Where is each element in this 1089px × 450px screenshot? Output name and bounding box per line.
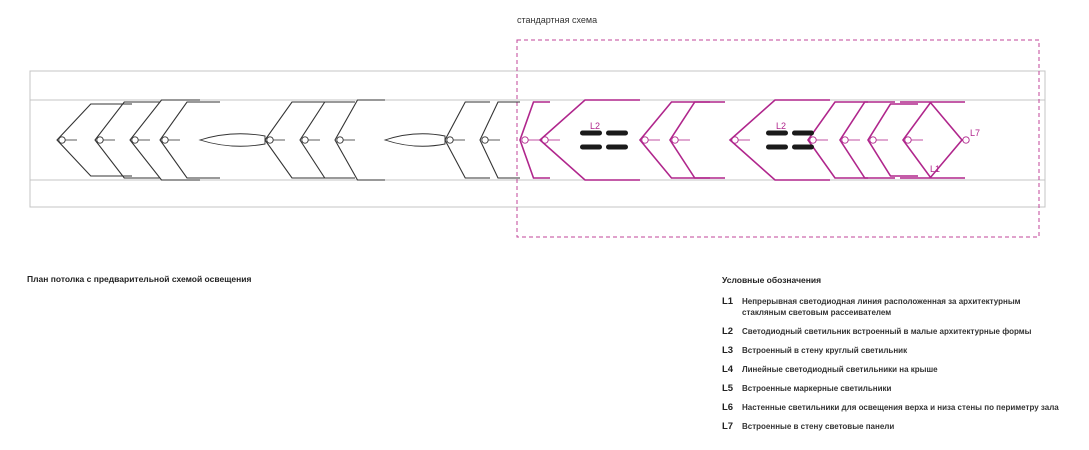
l7-panel-node [962, 136, 970, 144]
chevron-shape [669, 101, 725, 179]
chevron-shape [638, 101, 710, 179]
chevron-shape [519, 101, 550, 179]
standard-scheme-frame [516, 39, 1040, 238]
ceiling-plan-drawing: L2 L2 L7 L1 [29, 39, 1046, 238]
legend-text: Настенные светильники для освещения верх… [742, 403, 1059, 412]
legend-text: Встроенные в стену световые панели [742, 422, 895, 431]
l7-label: L7 [970, 128, 980, 138]
legend-code: L5 [722, 383, 734, 394]
chevron-shape [839, 101, 895, 179]
legend-item-l2: L2 Светодиодный светильник встроенный в … [722, 326, 1082, 337]
wall-light-node [446, 136, 454, 144]
wall-light-node [96, 136, 104, 144]
plan-fixtures [580, 130, 814, 150]
wall-light-node [641, 136, 649, 144]
chevron-shape [479, 101, 520, 179]
chevron-shape [900, 101, 964, 179]
chevron-shape [444, 101, 490, 179]
wall-light-node [869, 136, 877, 144]
l2-fixture [580, 130, 602, 136]
legend-code: L1 [722, 296, 734, 307]
wall-light-node [541, 136, 549, 144]
plan-chevrons-black [56, 99, 520, 181]
oval-feature [198, 133, 266, 147]
wall-light-node [809, 136, 817, 144]
l2-fixture [792, 130, 814, 136]
chevron-shape [902, 101, 965, 179]
legend-text: Встроенный в стену круглый светильник [742, 346, 908, 355]
l2-fixture [606, 130, 628, 136]
chevron-shape [94, 101, 160, 179]
standard-scheme-label: стандартная схема [517, 15, 598, 25]
l1-label: L1 [930, 164, 940, 174]
wall-light-node [904, 136, 912, 144]
plan-chevrons-lighting [519, 99, 970, 181]
l2-fixture [766, 130, 788, 136]
legend-item-l3: L3 Встроенный в стену круглый светильник [722, 345, 1082, 356]
l2-fixture [766, 144, 788, 150]
legend-text: Светодиодный светильник встроенный в мал… [742, 327, 1032, 336]
legend-item-l6: L6 Настенные светильники для освещения в… [722, 402, 1082, 413]
wall-light-node [521, 136, 529, 144]
legend-code: L4 [722, 364, 734, 375]
legend-text: Встроенные маркерные светильники [742, 384, 892, 393]
wall-light-node [336, 136, 344, 144]
corridor-outer-outline [29, 70, 1046, 208]
legend-text: Непрерывная светодиодная линия расположе… [742, 297, 1021, 317]
legend-code: L3 [722, 345, 734, 356]
chevron-shape [334, 99, 385, 181]
l2-label-left: L2 [590, 121, 600, 131]
chevron-shape [538, 99, 640, 181]
l2-fixture [606, 144, 628, 150]
chevron-shape [867, 103, 918, 177]
l2-fixture [580, 144, 602, 150]
chevron-shape [159, 101, 220, 179]
chevron-shape [807, 101, 868, 179]
l2-fixture [792, 144, 814, 150]
l2-label-right: L2 [776, 121, 786, 131]
legend-item-l4: L4 Линейные светодиодный светильники на … [722, 364, 1082, 375]
legend: Условные обозначения L1 Непрерывная свет… [722, 275, 1082, 440]
legend-title: Условные обозначения [722, 275, 822, 285]
wall-light-node [266, 136, 274, 144]
legend-item-l5: L5 Встроенные маркерные светильники [722, 383, 1082, 394]
wall-light-node [481, 136, 489, 144]
legend-code: L2 [722, 326, 734, 337]
wall-light-node [301, 136, 309, 144]
oval-feature [383, 133, 446, 147]
plan-caption: План потолка с предварительной схемой ос… [27, 274, 252, 284]
wall-light-node [58, 136, 66, 144]
legend-code: L6 [722, 402, 734, 413]
wall-light-node [161, 136, 169, 144]
chevron-shape [56, 103, 132, 177]
wall-light-node [841, 136, 849, 144]
wall-light-node [671, 136, 679, 144]
chevron-shape [728, 99, 830, 181]
wall-light-node [731, 136, 739, 144]
chevron-shape [299, 101, 355, 179]
legend-item-l7: L7 Встроенные в стену световые панели [722, 421, 1082, 432]
legend-item-l1: L1 Непрерывная светодиодная линия распол… [722, 296, 1082, 318]
legend-text: Линейные светодиодный светильники на кры… [742, 365, 938, 374]
chevron-shape [129, 99, 200, 181]
wall-light-node [131, 136, 139, 144]
legend-code: L7 [722, 421, 734, 432]
